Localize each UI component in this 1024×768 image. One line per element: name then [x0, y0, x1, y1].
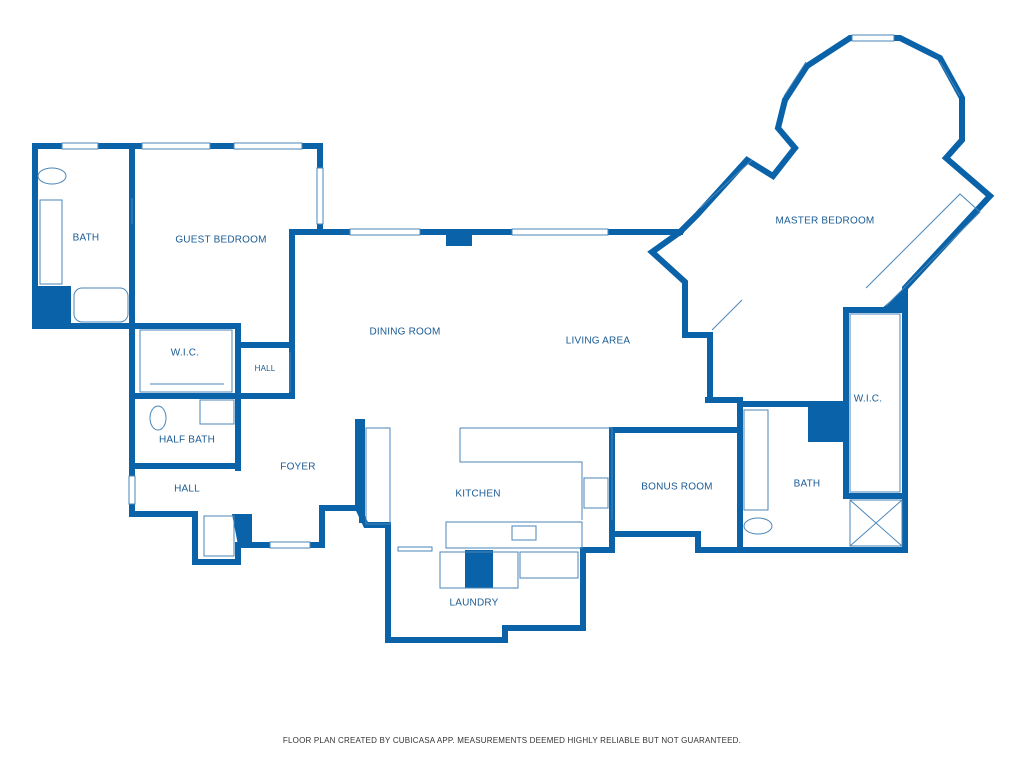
label-master-bedroom: MASTER BEDROOM [776, 216, 875, 227]
label-bonus-room: BONUS ROOM [641, 482, 712, 493]
label-bath-east: BATH [794, 479, 821, 490]
label-living-area: LIVING AREA [566, 336, 631, 347]
label-dining-room: DINING ROOM [369, 327, 440, 338]
label-guest-bedroom: GUEST BEDROOM [175, 235, 266, 246]
label-laundry: LAUNDRY [449, 598, 498, 609]
footer-disclaimer: FLOOR PLAN CREATED BY CUBICASA APP. MEAS… [282, 736, 742, 745]
label-wic-west: W.I.C. [171, 348, 199, 359]
interior-walls [129, 143, 908, 553]
label-hall-west: HALL [174, 484, 200, 495]
label-kitchen: KITCHEN [455, 489, 500, 500]
label-bath-west: BATH [73, 233, 100, 244]
label-foyer: FOYER [280, 462, 315, 473]
label-wic-east: W.I.C. [854, 394, 882, 405]
room-labels: BATH GUEST BEDROOM W.I.C. HALL DINING RO… [73, 216, 882, 609]
fixtures [37, 167, 981, 589]
structural-blocks [35, 232, 905, 588]
label-hall-small: HALL [255, 364, 276, 373]
windows [61, 34, 961, 552]
label-half-bath: HALF BATH [159, 435, 215, 446]
